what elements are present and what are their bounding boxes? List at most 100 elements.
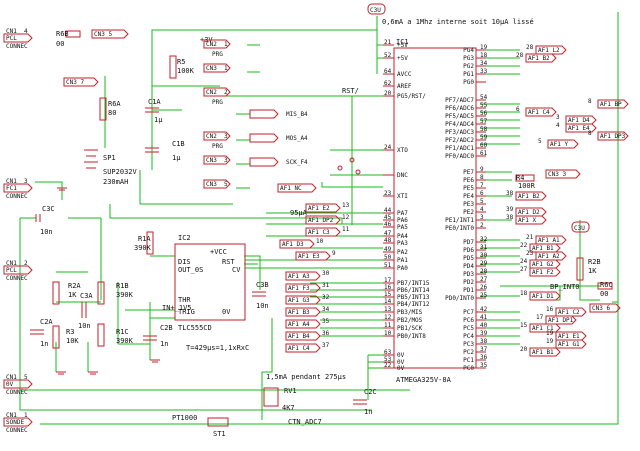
ic1-left-pin-label: DNC <box>397 172 408 179</box>
af-net-pin: 6 <box>516 106 520 113</box>
ic1-left-pin-label: PA0 <box>397 265 408 272</box>
note-95ua: 95µA <box>290 209 308 217</box>
r1b-value: 390K <box>116 291 134 299</box>
r3-value: 10K <box>66 337 79 345</box>
af-net-label: AF1 D3 <box>282 241 304 248</box>
r5-ref: R5 <box>177 58 185 66</box>
ic1-right-pin-number: 25 <box>480 292 488 299</box>
rv1-value: 4K7 <box>282 404 295 412</box>
resistor-r1c <box>97 323 105 347</box>
r1b-ref: R1B <box>116 282 129 290</box>
ic1-left-pin-number: 62 <box>384 80 392 87</box>
af-net-pin: 38 <box>506 214 514 221</box>
ic1-left-pin-number: 44 <box>384 207 392 214</box>
ic2-pin-trig: TRIG <box>178 308 195 316</box>
af-net-label-frame <box>305 203 341 213</box>
af-net-pin: 5 <box>538 138 542 145</box>
af-net-label: AF1 G1 <box>558 341 580 348</box>
battery-sp1 <box>84 149 98 169</box>
prg-jumper-pin: 2 <box>224 89 228 96</box>
connector-net: PCL <box>6 267 17 274</box>
ic1-right-pin-label: PC0 <box>463 365 474 372</box>
annotations: C3U 0,6mA a 1Mhz interne soit 10µA lissé… <box>162 3 580 426</box>
af-net-label-frame <box>285 343 321 353</box>
ic1-left-pin-label: AREF <box>397 83 412 90</box>
prg-jumper-ref: CN2 <box>206 133 217 140</box>
capacitor-c3c <box>35 214 41 222</box>
ic1-right-pin-number: 38 <box>480 338 488 345</box>
capacitor-c2c <box>353 399 367 405</box>
ic1-right-pin-number: 33 <box>480 68 488 75</box>
ic1-right-pin-number: 19 <box>480 44 488 51</box>
ic1-left-pin-number: 17 <box>384 277 392 284</box>
bp-int0-label: BP_INT0 <box>550 283 580 291</box>
ic1-right-pin-label: PD1 <box>463 287 474 294</box>
af-net-label-frame <box>285 307 321 317</box>
af-net-pin: 13 <box>342 202 350 209</box>
capacitor-c3a <box>81 302 87 318</box>
ic1-right-pins: 19PG418PG334PG233PG1PG054PF7/ADC755PF6/A… <box>445 44 488 372</box>
r6b-ref: R6B <box>56 30 69 38</box>
af-net-label-frame <box>525 107 557 117</box>
capacitor-c2b <box>143 335 157 341</box>
af-net-label-frame <box>285 319 321 329</box>
ic1-right-pin-label: PC7 <box>463 309 474 316</box>
af-net-pin: 10 <box>316 238 324 245</box>
c3a-ref: C3A <box>80 292 93 300</box>
ic2-pin-dis: DIS <box>178 258 191 266</box>
prg-jumper-frame <box>203 179 231 189</box>
af-net-label: AF1 D4 <box>568 117 590 124</box>
af-net-label-frame <box>295 251 331 261</box>
connector-frame <box>3 265 33 275</box>
ic1-left-pin-number: 23 <box>384 190 392 197</box>
af-net-label-frame <box>305 215 341 225</box>
af-net-label-frame <box>285 331 321 341</box>
connector-pin: 2 <box>24 260 28 267</box>
prg-jumper-ref: CN2 <box>206 89 217 96</box>
connector-sub: CONNEC <box>6 43 28 50</box>
af-net-pin: 20 <box>520 346 528 353</box>
af-net-label-frame <box>529 323 561 333</box>
af-net-pin: 39 <box>506 206 514 213</box>
connector-frame <box>3 33 33 43</box>
ic2-ref: IC2 <box>178 234 191 242</box>
c3u-label-2: C3U <box>574 225 585 232</box>
ic1-right-pin-label: PF2/ADC2 <box>445 137 474 144</box>
prg-net-frame <box>249 157 279 167</box>
af-net-label: AF1 E4 <box>568 125 590 132</box>
connector-ref: CN1 <box>6 374 17 381</box>
ic1-right-pin-label: PE4 <box>463 193 474 200</box>
r6a-ref: R6A <box>108 100 121 108</box>
c3c-value: 10n <box>40 228 53 236</box>
af-net-label: AF1 DP3 <box>600 133 626 140</box>
pt1000-label: PT1000 <box>172 414 197 422</box>
ic1-right-pin-number: 8 <box>480 174 484 181</box>
ic1-right-pin-label: PD5 <box>463 255 474 262</box>
af-net-label: AF1 L2 <box>538 47 560 54</box>
ic1-right-pin-number: 9 <box>480 166 484 173</box>
af-net-label: AF1 B1 <box>532 349 554 356</box>
prg-jumper-frame <box>203 87 231 97</box>
prg-net-label: MIS_B4 <box>286 111 308 118</box>
ic1-right-pin-number: 57 <box>480 118 488 125</box>
ic1-left-pin-label: PB0/INT8 <box>397 333 426 340</box>
af-net-label-frame <box>529 259 561 269</box>
af-net-label: AF1 B4 <box>288 333 310 340</box>
af-net-label-frame <box>279 239 315 249</box>
ic1-right-pin-label: PE3 <box>463 201 474 208</box>
r1a-ref: R1A <box>138 235 151 243</box>
ic2-pin-rst: RST <box>222 258 235 266</box>
ic1-left-pin-label: 0V <box>397 359 405 366</box>
af-net-label: AF1 G3 <box>288 297 310 304</box>
c2a-value: 1n <box>40 340 48 348</box>
c3b-ref: C3B <box>256 281 269 289</box>
r3-ref: R3 <box>66 328 74 336</box>
r2a-ref: R2A <box>68 282 81 290</box>
ic1-right-pin-label: PG1 <box>463 71 474 78</box>
af-net-label-frame <box>515 215 547 225</box>
af-net-label-frame <box>565 115 597 125</box>
ic1-left-pin-label: PA1 <box>397 257 408 264</box>
c1b-value: 1µ <box>172 154 181 162</box>
